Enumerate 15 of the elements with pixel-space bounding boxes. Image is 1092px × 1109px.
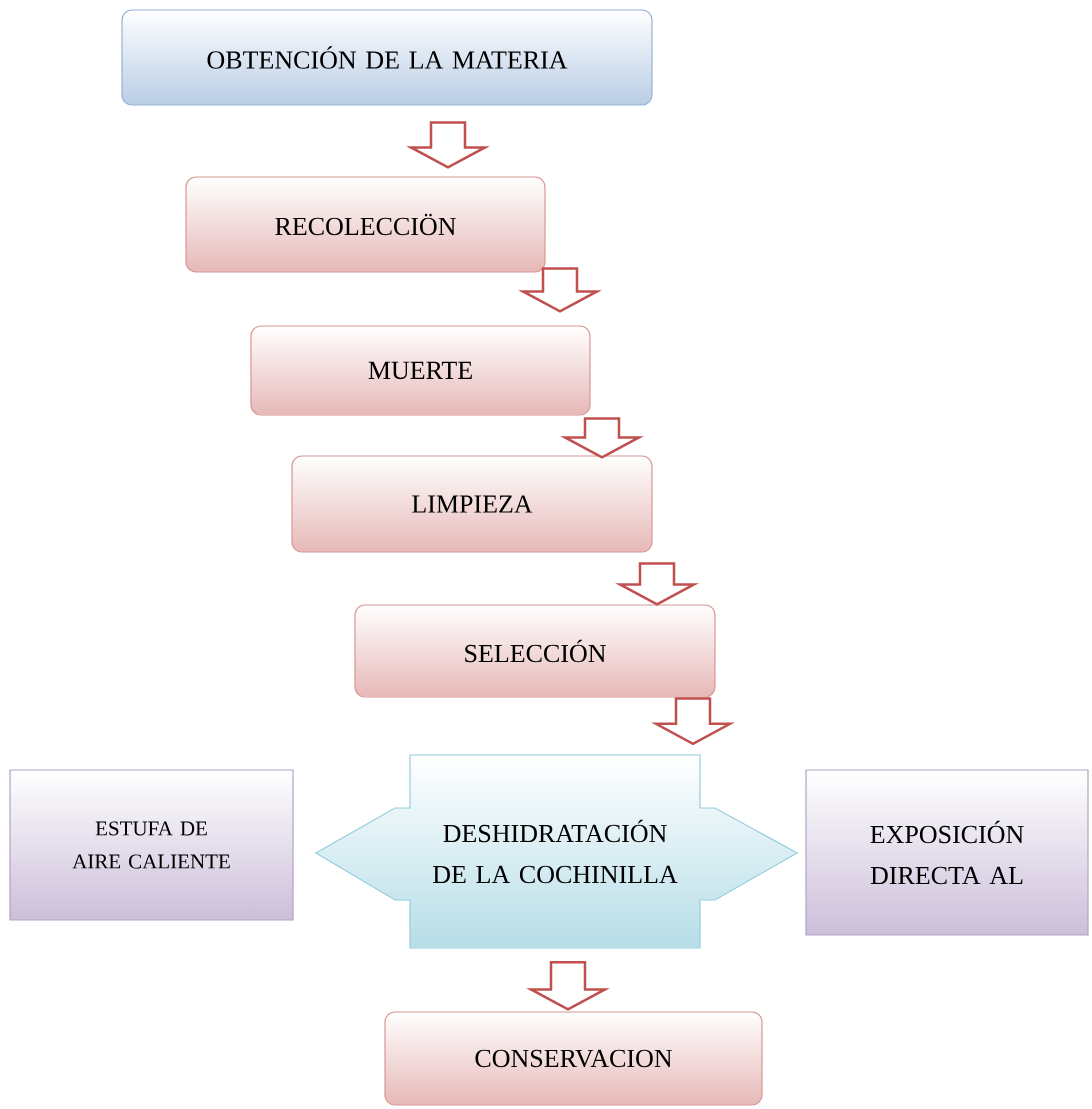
process-box: LIMPIEZA [291, 455, 653, 553]
block-arrow [615, 562, 699, 606]
process-box: CONSERVACION [384, 1011, 763, 1106]
method-box: EXPOSICIÓN DIRECTA AL [805, 769, 1089, 936]
block-arrow [560, 417, 644, 459]
method-box: ESTUFA DE AIRE CALIENTE [9, 769, 294, 921]
block-arrow [406, 121, 490, 169]
process-box: RECOLECCIÖN [185, 176, 546, 273]
process-box: OBTENCIÓN DE LA MATERIA [121, 9, 653, 106]
process-box: MUERTE [250, 325, 591, 416]
block-arrow [526, 960, 610, 1011]
double-arrow-box: DESHIDRATACIÓN DE LA COCHINILLA [314, 754, 799, 949]
block-arrow [651, 697, 735, 746]
process-box: SELECCIÓN [354, 604, 716, 698]
block-arrow [518, 267, 602, 313]
